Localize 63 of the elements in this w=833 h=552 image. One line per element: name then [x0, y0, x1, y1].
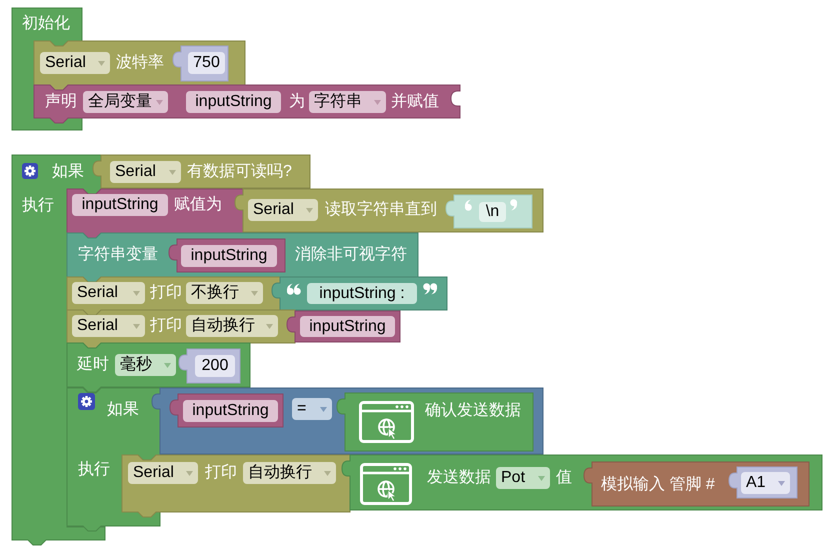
- block-label: 赋值为: [174, 195, 222, 215]
- block-label: 初始化: [22, 14, 70, 34]
- block-label: 打印: [150, 316, 182, 336]
- block-label: 打印: [205, 463, 237, 483]
- text-field: inputString: [300, 316, 395, 337]
- block-label: 执行: [22, 196, 54, 216]
- dropdown-field: 不换行: [186, 282, 263, 304]
- number-block: [179, 349, 240, 383]
- dropdown-field: 自动换行: [186, 315, 278, 337]
- dropdown-field: =: [292, 398, 332, 420]
- value-block: [584, 462, 809, 506]
- text-field: inputString: [183, 400, 278, 422]
- statement-block: [34, 85, 460, 123]
- variable-block: [287, 311, 400, 342]
- block-label: 字符串变量: [78, 245, 158, 265]
- text-block: [446, 195, 532, 228]
- dropdown-field: Serial: [72, 315, 145, 337]
- block-label: 为: [289, 92, 305, 112]
- value-block: [235, 189, 543, 232]
- dropdown-field: 全局变量: [83, 91, 168, 113]
- block-label: 发送数据: [427, 468, 491, 488]
- block-label: 波特率: [116, 53, 164, 73]
- dropdown-field: 自动换行: [243, 462, 336, 484]
- statement-block: [67, 343, 250, 392]
- block-label: 并赋值: [391, 92, 439, 112]
- dropdown-field: Serial: [128, 462, 198, 484]
- variable-block: [170, 394, 283, 427]
- block-label: 模拟输入 管脚 #: [601, 475, 715, 495]
- block-label: 值: [556, 468, 572, 488]
- block-label: 延时: [77, 355, 109, 375]
- block-label: 如果: [52, 162, 84, 182]
- statement-block: [122, 455, 350, 517]
- dropdown-field: Serial: [72, 282, 145, 304]
- variable-block: [169, 239, 285, 272]
- block-label: 打印: [150, 283, 182, 303]
- text-field: 750: [188, 52, 225, 74]
- block-label: 声明: [45, 92, 77, 112]
- value-block: [342, 455, 822, 510]
- text-field: \n: [479, 202, 506, 222]
- text-block: [272, 277, 447, 310]
- text-field: inputString: [72, 194, 168, 216]
- dropdown-field: 字符串: [309, 91, 386, 113]
- value-block: [93, 155, 310, 188]
- dropdown-field: 毫秒: [115, 354, 176, 376]
- text-field: 200: [195, 355, 235, 377]
- number-block: [173, 46, 228, 81]
- block-label: 执行: [78, 460, 110, 480]
- pin-block: [729, 467, 797, 498]
- text-field: inputString :: [307, 283, 417, 304]
- block-label: 如果: [107, 400, 139, 420]
- block-label: 有数据可读吗?: [187, 162, 292, 182]
- block-label: 读取字符串直到: [325, 200, 437, 220]
- dropdown-field: Serial: [40, 52, 110, 74]
- dropdown-field: Pot: [496, 467, 550, 489]
- block-label: 确认发送数据: [425, 401, 521, 421]
- text-field: inputString: [181, 245, 277, 267]
- block-label: 消除非可视字符: [295, 245, 407, 265]
- dropdown-field: Serial: [248, 199, 318, 221]
- comparison-block: [152, 388, 543, 454]
- dropdown-field: Serial: [110, 161, 181, 183]
- text-field: inputString: [186, 91, 281, 113]
- value-block: [337, 393, 533, 451]
- dropdown-field: A1: [741, 472, 790, 494]
